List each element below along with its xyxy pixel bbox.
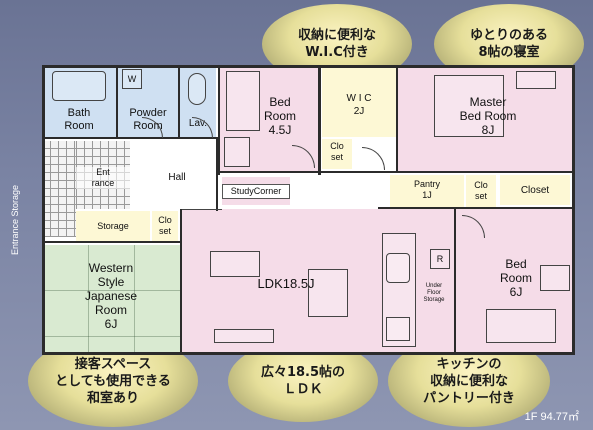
wall-bath-powder	[116, 65, 118, 137]
wall-hall-bottom	[42, 241, 180, 243]
entrance-storage-label: Entrance Storage	[10, 184, 20, 255]
hall-label: Hall	[168, 172, 186, 183]
entrance-storage-area: Ent rance	[76, 141, 130, 209]
bedroom-6j-label: Bed Room 6J	[499, 257, 532, 299]
ldk-label: LDK18.5J	[257, 276, 315, 291]
closet-2: Clo set	[466, 175, 496, 207]
bathtub	[52, 71, 106, 101]
wall-kitchen-bed	[454, 209, 456, 355]
door-master	[362, 147, 385, 170]
master-bedroom-label: Master Bed Room 8J	[459, 95, 517, 137]
refrigerator-mark: R	[436, 254, 444, 264]
tv-stand	[214, 329, 274, 343]
closet-3: Closet	[500, 175, 570, 205]
bed	[226, 71, 260, 131]
wall-bed-wic	[318, 65, 321, 175]
bedroom-4-5j: Bed Room 4.5J	[220, 65, 318, 171]
wall-japanese-ldk	[180, 209, 182, 355]
dining-table	[308, 269, 348, 317]
outer-wall-left	[42, 65, 45, 355]
washer	[122, 69, 142, 89]
japanese-room-label: Western Style Japanese Room 6J	[84, 261, 138, 331]
pantry: Pantry 1J	[390, 175, 464, 207]
study-corner-label: StudyCorner	[222, 184, 290, 199]
bedroom-4-5j-label: Bed Room 4.5J	[263, 95, 296, 137]
desk	[224, 137, 250, 167]
storage-label: Storage	[97, 221, 129, 231]
outer-wall-bottom	[42, 352, 575, 355]
toilet	[188, 73, 206, 105]
bed-2	[486, 309, 556, 343]
washer-mark: W	[127, 74, 137, 84]
kitchen: Under Floor Storage R	[378, 209, 454, 353]
closet-4-label: Clo set	[158, 215, 172, 236]
wall-pantry-bottom	[378, 207, 575, 209]
stove	[386, 317, 410, 341]
bath-room: Bath Room	[42, 65, 116, 137]
closet-1: Clo set	[322, 139, 352, 169]
dresser	[516, 71, 556, 89]
pantry-label: Pantry 1J	[413, 179, 440, 200]
entrance-label: Ent rance	[76, 167, 130, 189]
kitchen-counter	[382, 233, 416, 347]
wall-hall-right	[216, 139, 218, 211]
callout-pantry-text: キッチンの収納に便利なパントリー付き	[423, 357, 515, 406]
walk-in-closet-label: W I C 2J	[346, 93, 372, 117]
closet-2-label: Clo set	[474, 180, 488, 201]
wall-powder-lav	[178, 65, 180, 137]
wall-wet-area-bottom	[42, 137, 218, 139]
master-bedroom: Master Bed Room 8J	[398, 65, 575, 171]
walk-in-closet: W I C 2J	[322, 67, 396, 137]
storage: Storage	[76, 211, 150, 241]
wall-ldk-top	[182, 209, 222, 210]
closet-1-label: Clo set	[330, 141, 344, 162]
study-corner: StudyCorner	[222, 177, 290, 205]
floor-plan: Bath Room W Powder Room Lav. Bed Room 4.…	[42, 65, 575, 355]
wall-bedrooms-bottom	[220, 171, 575, 173]
closet-3-label: Closet	[520, 185, 550, 196]
sofa	[210, 251, 260, 277]
outer-wall-top	[42, 65, 575, 68]
hall: Hall	[132, 141, 216, 211]
entrance	[42, 141, 76, 237]
sink	[386, 253, 410, 283]
outer-wall-right	[572, 65, 575, 355]
closet-4: Clo set	[152, 211, 178, 241]
wall-lav-bed	[218, 65, 220, 175]
callout-japanese-room-text: 接客スペースとしても使用できる和室あり	[55, 357, 171, 406]
ldk: LDK18.5J	[182, 209, 378, 353]
japanese-room: Western Style Japanese Room 6J	[42, 245, 180, 353]
floor-area-label: 1F 94.77㎡	[524, 411, 579, 423]
wall-wic-master	[396, 65, 398, 171]
desk-2	[540, 265, 570, 291]
bath-room-label: Bath Room	[64, 107, 94, 132]
refrigerator	[430, 249, 450, 269]
under-floor-storage-label: Under Floor Storage	[423, 283, 445, 303]
double-bed	[434, 75, 504, 137]
